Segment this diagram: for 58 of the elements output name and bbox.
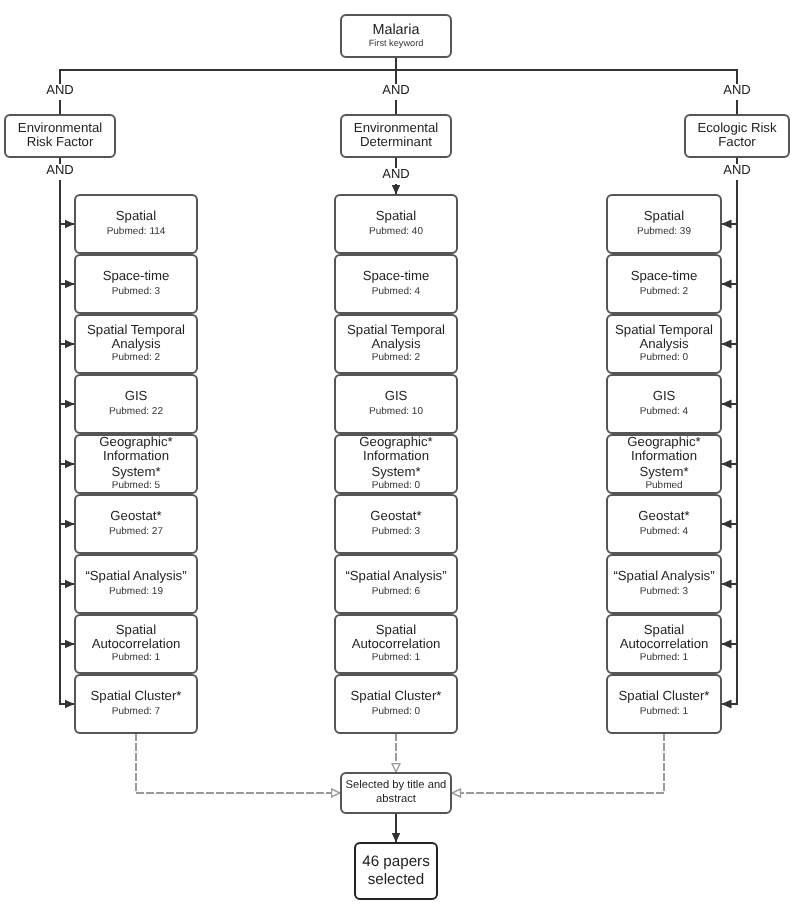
arrow	[721, 219, 738, 229]
screening-box	[340, 772, 452, 814]
arrow	[721, 459, 738, 469]
search-term-box	[74, 434, 198, 494]
search-term-box	[334, 674, 458, 734]
category-box	[4, 114, 116, 158]
arrow	[721, 519, 738, 529]
arrow	[721, 579, 738, 589]
dashed-arrow	[135, 733, 341, 798]
arrow	[721, 279, 738, 289]
arrow	[59, 219, 75, 229]
search-term-box	[74, 254, 198, 314]
search-term-box	[606, 674, 722, 734]
arrow	[391, 813, 401, 843]
search-term-box	[606, 194, 722, 254]
search-term-box	[334, 554, 458, 614]
category-box	[340, 114, 452, 158]
search-term-box	[606, 254, 722, 314]
search-term-box	[334, 494, 458, 554]
search-term-box	[334, 614, 458, 674]
search-term-box	[74, 194, 198, 254]
dashed-arrow	[451, 733, 665, 798]
arrow	[59, 519, 75, 529]
search-term-box	[334, 194, 458, 254]
search-term-box	[606, 554, 722, 614]
arrow	[721, 639, 738, 649]
search-term-box	[334, 254, 458, 314]
search-term-box	[74, 614, 198, 674]
dashed-arrow	[391, 733, 401, 773]
search-term-box	[334, 374, 458, 434]
arrow	[59, 639, 75, 649]
search-term-box	[606, 374, 722, 434]
connector-line	[395, 57, 738, 115]
arrow	[59, 339, 75, 349]
arrow	[59, 579, 75, 589]
arrow	[721, 699, 738, 709]
arrow	[721, 339, 738, 349]
search-term-box	[606, 494, 722, 554]
search-term-box	[606, 434, 722, 494]
connector-line	[59, 157, 61, 705]
search-term-box	[74, 374, 198, 434]
result-box	[354, 842, 438, 900]
search-term-box	[334, 314, 458, 374]
arrow	[59, 699, 75, 709]
search-term-box	[74, 554, 198, 614]
connector-line	[736, 157, 738, 705]
search-term-box	[334, 434, 458, 494]
search-term-box	[74, 674, 198, 734]
search-term-box	[606, 614, 722, 674]
arrow	[721, 399, 738, 409]
search-term-box	[74, 494, 198, 554]
arrow	[59, 279, 75, 289]
search-term-box	[74, 314, 198, 374]
search-term-box	[606, 314, 722, 374]
keyword-box	[340, 14, 452, 58]
arrow	[59, 399, 75, 409]
arrow	[59, 459, 75, 469]
category-box	[684, 114, 790, 158]
